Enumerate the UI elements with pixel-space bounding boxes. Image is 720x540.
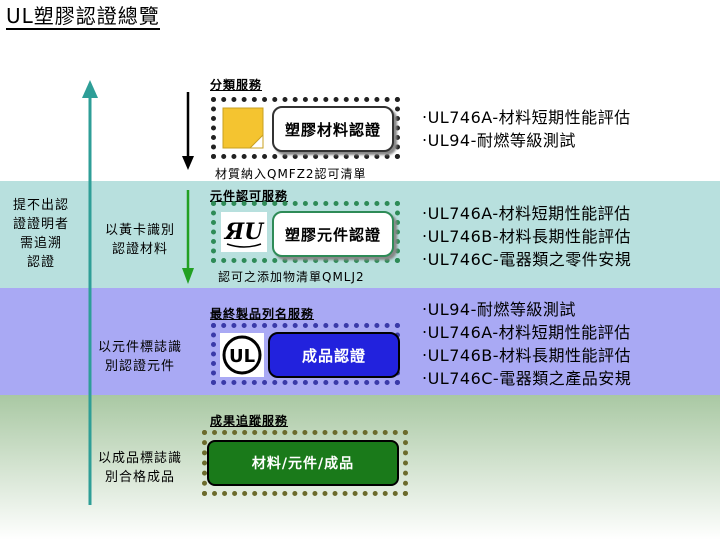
upward-arrowhead — [82, 80, 98, 98]
down-arrowhead-1 — [182, 156, 194, 170]
service-follow-up: 成果追蹤服務 — [210, 414, 289, 428]
combined-frame — [202, 430, 408, 496]
svg-text:ЯU: ЯU — [223, 219, 265, 245]
note-qmlj2: 認可之添加物清單QMLJ2 — [218, 270, 365, 284]
page-title: UL塑膠認證總覽 — [6, 4, 160, 30]
ru-recognized-component-icon: ЯU — [221, 212, 267, 252]
product-bullets: ‧UL94-耐燃等級測試 ‧UL746A-材料短期性能評估 ‧UL746B-材料… — [422, 298, 631, 390]
bullet-item: ‧UL746B-材料長期性能評估 — [422, 346, 632, 365]
note-qmfz2: 材質納入QMFZ2認可清單 — [215, 167, 367, 181]
bullet-item: ‧UL746B-材料長期性能評估 — [422, 227, 632, 246]
service-end-product: 最終製品列名服務 — [210, 307, 315, 321]
down-arrowhead-2 — [182, 268, 194, 284]
service-component: 元件認可服務 — [210, 189, 289, 203]
material-bullets: ‧UL746A-材料短期性能評估 ‧UL94-耐燃等級測試 — [422, 106, 631, 152]
component-certification-box: 塑膠元件認證 — [272, 211, 394, 257]
service-classification: 分類服務 — [210, 78, 263, 92]
combined-box: 材料/元件/成品 — [207, 440, 399, 486]
side-label-trace: 提不出認 證證明者 需追溯 認證 — [12, 198, 69, 270]
product-certification-box: 成品認證 — [268, 332, 400, 378]
bullet-item: ‧UL746A-材料短期性能評估 — [422, 323, 631, 342]
bullet-item: ‧UL746A-材料短期性能評估 — [422, 108, 631, 127]
bullet-item: ‧UL94-耐燃等級測試 — [422, 300, 576, 319]
bullet-item: ‧UL746C-電器類之產品安規 — [422, 369, 632, 388]
side-label-yellow-card: 以黃卡識別 認證材料 — [104, 223, 175, 257]
bullet-item: ‧UL746C-電器類之零件安規 — [422, 250, 632, 269]
bullet-item: ‧UL94-耐燃等級測試 — [422, 131, 576, 150]
side-label-component-mark: 以元件標誌識 別認證元件 — [97, 340, 182, 374]
svg-text:UL: UL — [229, 346, 255, 367]
bullet-item: ‧UL746A-材料短期性能評估 — [422, 204, 631, 223]
component-bullets: ‧UL746A-材料短期性能評估 ‧UL746B-材料長期性能評估 ‧UL746… — [422, 202, 631, 271]
material-certification-box: 塑膠材料認證 — [272, 106, 394, 152]
yellow-card-icon — [222, 107, 264, 149]
component-frame — [211, 201, 400, 263]
material-frame — [211, 97, 400, 159]
side-label-product-mark: 以成品標誌識 別合格成品 — [97, 451, 182, 485]
ul-listed-mark-icon: UL — [220, 333, 264, 377]
